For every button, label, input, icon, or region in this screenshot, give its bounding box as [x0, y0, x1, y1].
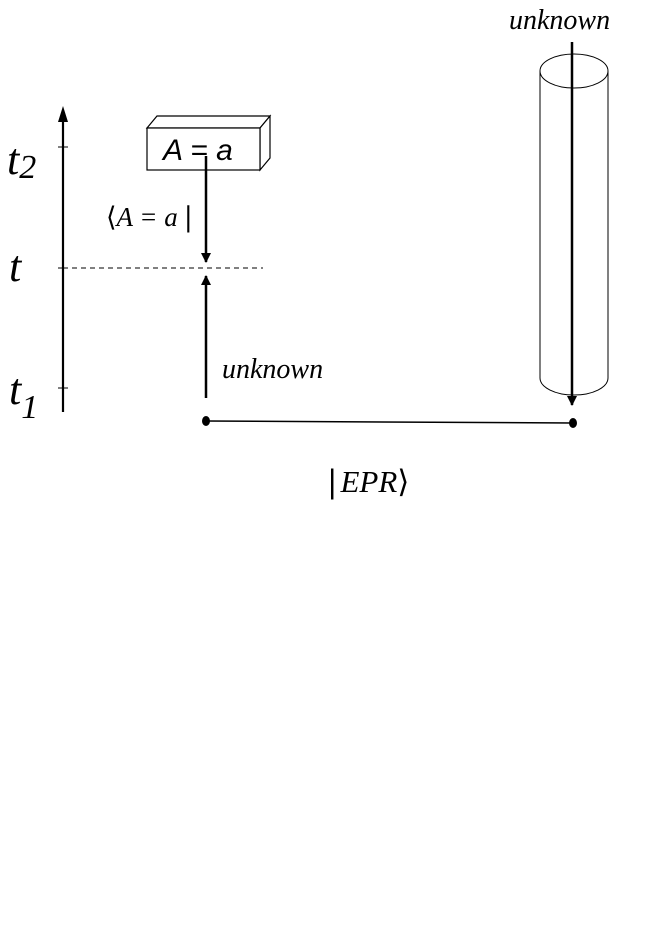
ket-label: |EPR⟩ — [327, 464, 409, 500]
ket-close: ⟩ — [397, 464, 409, 500]
unknown-middle-label: unknown — [222, 354, 323, 385]
unknown-top-label: unknown — [509, 5, 610, 36]
bra-bar: | — [184, 202, 193, 233]
t2-label-main: t — [7, 135, 21, 184]
t2-label: t2 — [7, 135, 36, 186]
time-axis: t2 t t1 — [7, 106, 68, 426]
box-top-face — [145, 115, 272, 129]
measurement-box: A = a — [145, 114, 272, 172]
ket-bar: | — [327, 464, 337, 500]
t-label: t — [9, 242, 23, 291]
t1-label-main: t — [9, 365, 23, 414]
epr-left-dot — [202, 416, 210, 426]
cylinder-top — [539, 53, 609, 89]
bra-label: ⟨A = a| — [106, 202, 193, 233]
cylinder-bottom — [539, 377, 609, 396]
ket-text: EPR — [339, 464, 397, 499]
time-axis-arrowhead — [58, 106, 68, 122]
bra-open: ⟨ — [106, 202, 117, 233]
box-label: A = a — [161, 134, 233, 167]
cylinder — [539, 53, 609, 396]
box-front-face — [146, 127, 261, 171]
t1-label: t1 — [9, 365, 38, 426]
t1-label-sub: 1 — [21, 389, 38, 426]
bra-text: A = a — [115, 202, 178, 232]
epr-right-dot — [569, 418, 577, 428]
epr-line — [205, 420, 574, 424]
t2-label-sub: 2 — [19, 149, 36, 186]
